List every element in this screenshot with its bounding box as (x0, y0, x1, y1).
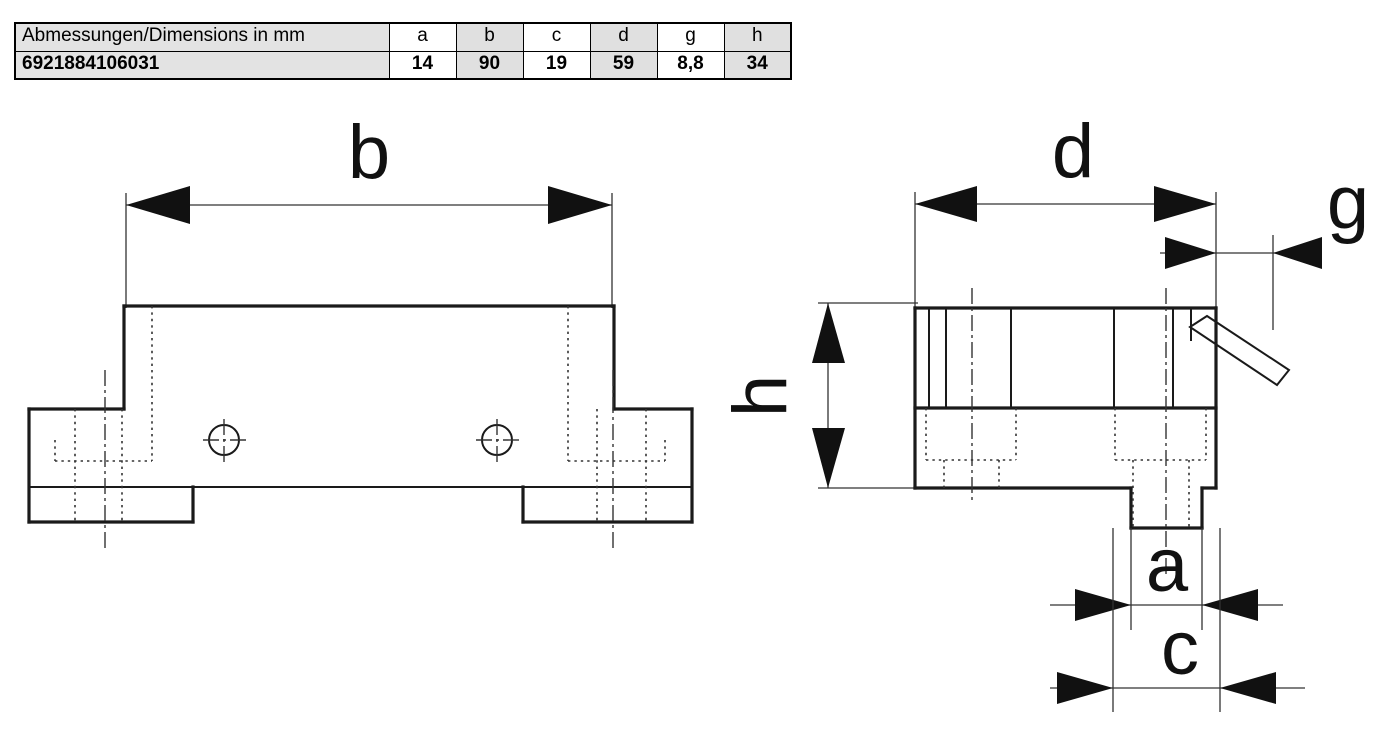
arrowhead-d-left (915, 186, 977, 222)
arrowhead-g-right (1273, 237, 1322, 269)
table-header-col-h: h (723, 22, 792, 52)
arrowhead-d-right (1154, 186, 1216, 222)
dimension-b: b (125, 110, 613, 308)
value-b: 90 (455, 50, 524, 80)
arrowhead-b-right (548, 186, 612, 224)
hole-left (203, 419, 247, 462)
front-view-outline (27, 304, 694, 524)
dimension-label-d: d (1052, 109, 1094, 194)
dimension-label-a: a (1146, 523, 1189, 608)
dimension-g: g (1160, 160, 1369, 330)
front-view: b (27, 110, 694, 551)
value-a: 14 (388, 50, 457, 80)
part-number: 6921884106031 (14, 50, 390, 80)
table-header-col-d: d (589, 22, 658, 52)
dimensions-table: Abmessungen/Dimensions in mm a b c d g h… (14, 22, 792, 80)
arrowhead-a-right (1202, 589, 1258, 621)
arrowhead-c-right (1220, 672, 1276, 704)
arrowhead-c-left (1057, 672, 1113, 704)
arrowhead-g-left (1165, 237, 1216, 269)
arrowhead-b-left (126, 186, 190, 224)
table-header-label: Abmessungen/Dimensions in mm (14, 22, 390, 52)
table-header-col-b: b (455, 22, 524, 52)
dimension-label-b: b (348, 110, 390, 195)
arrowhead-h-bottom (812, 428, 845, 488)
dimension-c: c (1050, 528, 1305, 712)
dimension-a: a (1050, 523, 1283, 630)
table-header-col-g: g (656, 22, 725, 52)
value-c: 19 (522, 50, 591, 80)
hole-right-circle (481, 424, 513, 456)
dimension-h: h (718, 302, 918, 489)
table-header-col-a: a (388, 22, 457, 52)
diagonal-lever (1188, 314, 1291, 387)
table-header-col-c: c (522, 22, 591, 52)
hole-left-circle (208, 424, 240, 456)
value-h: 34 (723, 50, 792, 80)
arrowhead-h-top (812, 303, 845, 363)
table-row: 6921884106031 14 90 19 59 8,8 34 (14, 50, 792, 80)
diagonal-lever-body (1188, 314, 1291, 387)
front-left-hidden-lines (54, 306, 153, 522)
table-header-row: Abmessungen/Dimensions in mm a b c d g h (14, 22, 792, 52)
value-d: 59 (589, 50, 658, 80)
front-right-hidden-lines (567, 306, 666, 522)
side-view: d g h (718, 109, 1369, 712)
value-g: 8,8 (656, 50, 725, 80)
dimension-label-h: h (718, 375, 803, 417)
dimension-label-c: c (1161, 606, 1199, 691)
dimensions-table-container: Abmessungen/Dimensions in mm a b c d g h… (14, 22, 792, 80)
side-view-outline (913, 306, 1218, 530)
arrowhead-a-left (1075, 589, 1131, 621)
dimension-label-g: g (1327, 160, 1369, 245)
side-hidden-lines (925, 408, 1207, 528)
dimension-d: d (914, 109, 1217, 312)
hole-right (476, 419, 520, 462)
